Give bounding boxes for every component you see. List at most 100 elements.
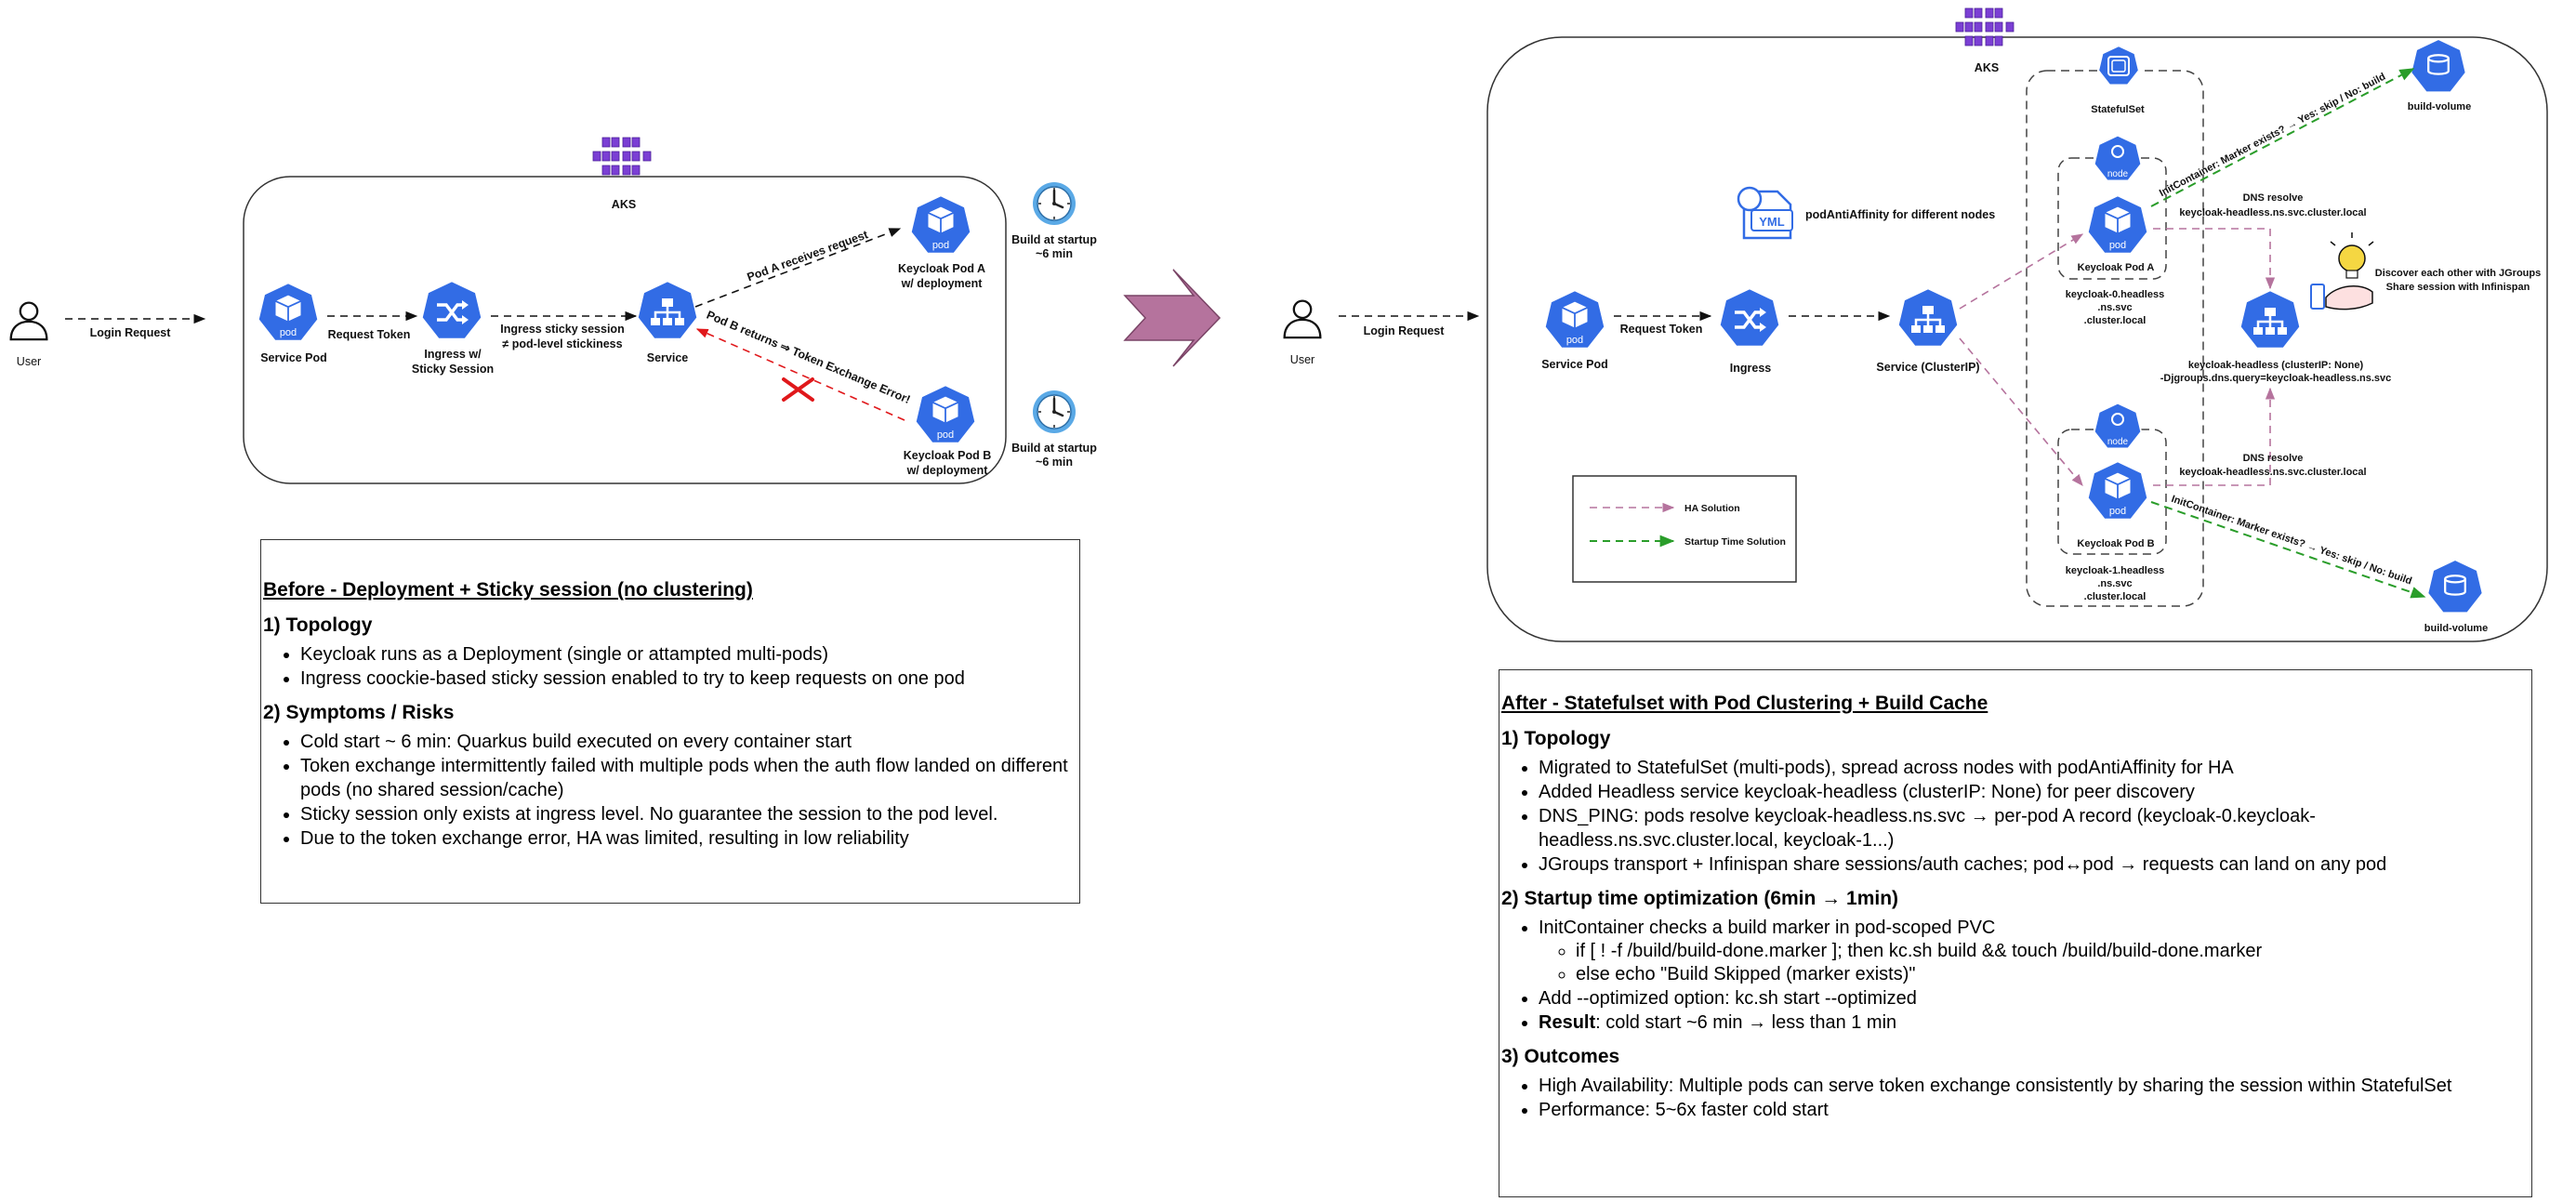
after-pod-a-label: Keycloak Pod A xyxy=(2078,262,2155,273)
node-a-box xyxy=(2057,157,2167,280)
before-notes-risks-heading: 2) Symptoms / Risks xyxy=(263,702,455,723)
statefulset-icon xyxy=(2097,45,2140,86)
list-item: Add --optimized option: kc.sh start --op… xyxy=(1539,986,2530,1010)
after-aks-cluster-box xyxy=(1486,36,2548,642)
build-volume-b-label: build-volume xyxy=(2424,623,2488,634)
before-pod-b-icon-text: pod xyxy=(937,429,954,441)
node-b-icon: node xyxy=(2093,402,2143,450)
before-service-pod-label: Service Pod xyxy=(260,351,327,364)
list-item: Ingress coockie-based sticky session ena… xyxy=(300,667,1077,691)
after-diagram: AKS StatefulSet node node pod Ke xyxy=(1283,7,2548,642)
before-service-pod-icon: pod xyxy=(257,282,320,342)
list-item: if [ ! -f /build/build-done.marker ]; th… xyxy=(1576,940,2530,963)
dns-resolve-b-1: DNS resolve xyxy=(2243,453,2304,464)
dns-resolve-a-1: DNS resolve xyxy=(2243,192,2304,204)
build-volume-b-icon xyxy=(2426,558,2484,614)
before-pod-b-label-1: Keycloak Pod B xyxy=(904,449,991,462)
after-user-label: User xyxy=(1290,353,1314,366)
after-ingress-label: Ingress xyxy=(1730,362,1772,375)
legend-ha-label: HA Solution xyxy=(1684,503,1740,514)
after-service-pod-icon: pod xyxy=(1543,289,1606,350)
init-container-b-arrow xyxy=(2150,501,2426,599)
before-diagram: AKS User Login Request pod Service Pod R… xyxy=(9,137,1097,484)
before-ingress-label-1: Ingress w/ xyxy=(424,348,482,361)
pod-a-dns-2: .ns.svc xyxy=(2097,302,2132,313)
list-item: JGroups transport + Infinispan share ses… xyxy=(1539,852,2530,877)
startup-sub-list: if [ ! -f /build/build-done.marker ]; th… xyxy=(1539,940,2530,986)
after-ingress-icon xyxy=(1718,287,1781,348)
dns-resolve-b-2: keycloak-headless.ns.svc.cluster.local xyxy=(2179,467,2366,478)
list-item: Keycloak runs as a Deployment (single or… xyxy=(300,642,1077,667)
service-to-pod-b-arrow xyxy=(1959,337,2083,486)
pod-a-dns-1: keycloak-0.headless xyxy=(2066,289,2164,300)
after-topology-list: Migrated to StatefulSet (multi-pods), sp… xyxy=(1501,756,2530,877)
after-notes-startup-heading: 2) Startup time optimization (6min → 1mi… xyxy=(1501,888,1899,909)
dns-resolve-a-2: keycloak-headless.ns.svc.cluster.local xyxy=(2179,207,2366,218)
after-startup-list: InitContainer checks a build marker in p… xyxy=(1501,916,2530,1035)
before-notes-title: Before - Deployment + Sticky session (no… xyxy=(263,579,753,601)
before-user-label: User xyxy=(17,355,41,368)
after-service-icon xyxy=(1896,287,1960,348)
before-topology-list: Keycloak runs as a Deployment (single or… xyxy=(263,642,1077,691)
after-pod-b-icon: pod xyxy=(2086,460,2149,521)
discover-label-1: Discover each other with JGroups xyxy=(2375,268,2542,279)
before-notes-topology-heading: 1) Topology xyxy=(263,614,373,636)
before-risks-list: Cold start ~ 6 min: Quarkus build execut… xyxy=(263,730,1077,851)
after-pod-a-icon-text: pod xyxy=(2109,240,2126,251)
dns-resolve-b-arrow xyxy=(2153,387,2276,486)
legend-box xyxy=(1572,475,1797,583)
before-aks-icon xyxy=(592,137,652,176)
list-item: Due to the token exchange error, HA was … xyxy=(300,826,1077,851)
after-notes-outcomes-heading: 3) Outcomes xyxy=(1501,1046,1620,1067)
after-notes-title: After - Statefulset with Pod Clustering … xyxy=(1501,693,1988,714)
after-service-pod-label: Service Pod xyxy=(1541,358,1608,371)
before-pod-a-receives-label: Pod A receives request xyxy=(746,228,871,284)
after-aks-label: AKS xyxy=(1975,61,1999,74)
before-build-a-1: Build at startup xyxy=(1011,233,1097,246)
after-outcomes-list: High Availability: Multiple pods can ser… xyxy=(1501,1074,2530,1122)
after-pod-b-label: Keycloak Pod B xyxy=(2077,538,2154,549)
after-login-label: Login Request xyxy=(1364,324,1446,337)
yml-icon-text: YML xyxy=(1759,215,1785,229)
before-notes-box: Before - Deployment + Sticky session (no… xyxy=(260,539,1080,904)
after-service-label: Service (ClusterIP) xyxy=(1876,361,1979,374)
list-item: Added Headless service keycloak-headless… xyxy=(1539,780,2530,804)
anti-affinity-label: podAntiAffinity for different nodes xyxy=(1805,208,1995,221)
init-container-b-label: InitContainer: Marker exists? → Yes: ski… xyxy=(2170,494,2413,588)
after-pod-b-icon-text: pod xyxy=(2109,506,2126,517)
before-pod-a-label-1: Keycloak Pod A xyxy=(898,262,985,275)
build-volume-a-icon xyxy=(2410,37,2467,94)
before-pod-a-label-2: w/ deployment xyxy=(901,277,984,290)
after-pod-a-icon: pod xyxy=(2086,194,2149,255)
before-login-label: Login Request xyxy=(90,326,172,339)
list-item: DNS_PING: pods resolve keycloak-headless… xyxy=(1539,804,2530,852)
build-volume-a-label: build-volume xyxy=(2408,101,2471,112)
before-user-icon xyxy=(9,301,48,341)
statefulset-box xyxy=(2026,70,2204,607)
legend-startup-label: Startup Time Solution xyxy=(1684,536,1786,548)
node-a-icon: node xyxy=(2093,134,2143,182)
headless-label-1: keycloak-headless (clusterIP: None) xyxy=(2188,360,2364,371)
before-service-pod-icon-text: pod xyxy=(280,327,297,338)
service-to-pod-a-arrow xyxy=(1959,233,2084,310)
headless-label-2: -Djgroups.dns.query=keycloak-headless.ns… xyxy=(2160,373,2392,384)
before-ingress-label-2: Sticky Session xyxy=(412,363,494,376)
list-item: Performance: 5~6x faster cold start xyxy=(1539,1098,2530,1122)
before-clock-a-icon xyxy=(1031,180,1077,227)
lightbulb-icon xyxy=(2330,232,2374,279)
before-build-b-1: Build at startup xyxy=(1011,442,1097,455)
node-b-icon-text: node xyxy=(2107,437,2129,447)
list-item: High Availability: Multiple pods can ser… xyxy=(1539,1074,2530,1098)
after-notes-box: After - Statefulset with Pod Clustering … xyxy=(1499,669,2532,1197)
before-build-b-2: ~6 min xyxy=(1036,456,1073,469)
before-ingress-sticky-label-2: ≠ pod-level stickiness xyxy=(502,337,622,350)
init-container-a-arrow xyxy=(2150,68,2415,207)
before-request-token-label: Request Token xyxy=(328,328,411,341)
before-clock-b-icon xyxy=(1031,389,1077,435)
result-label: Result xyxy=(1539,1012,1596,1033)
yml-file-icon: YML xyxy=(1737,186,1793,240)
node-a-icon-text: node xyxy=(2107,169,2129,179)
list-item: InitContainer checks a build marker in p… xyxy=(1539,916,2530,986)
startup-init-text: InitContainer checks a build marker in p… xyxy=(1539,918,1996,938)
init-container-a-label: InitContainer: Marker exists? → Yes: ski… xyxy=(2158,72,2387,200)
